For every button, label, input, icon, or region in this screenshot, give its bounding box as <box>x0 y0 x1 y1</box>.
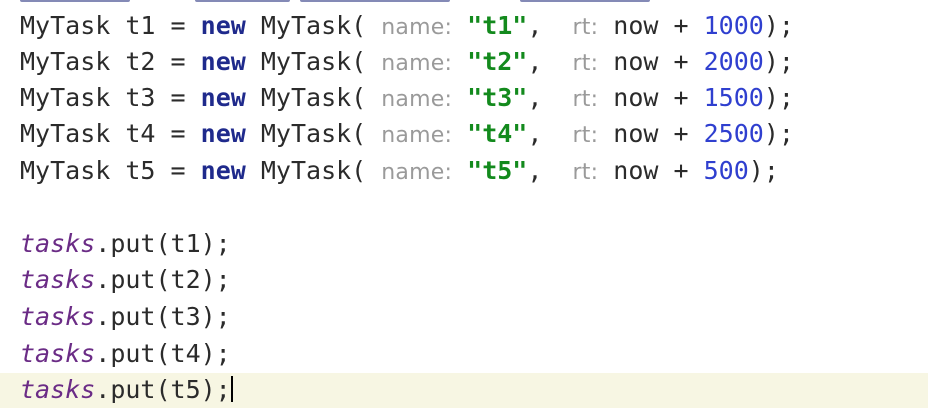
code-line-put-t4[interactable]: tasks.put(t4); <box>20 337 231 371</box>
string-literal: "t4" <box>467 119 528 148</box>
code-line-put-t3[interactable]: tasks.put(t3); <box>20 300 231 334</box>
code-line-put-t1[interactable]: tasks.put(t1); <box>20 227 231 261</box>
method-call: .put(t5); <box>95 375 231 404</box>
constructor-call: MyTask( <box>260 47 367 76</box>
type-name: MyTask <box>20 11 111 40</box>
parameter-hint-rt: rt: <box>572 15 599 40</box>
parameter-hint-name: name: <box>381 87 453 112</box>
parameter-hint-name: name: <box>381 123 453 148</box>
statement-end: ); <box>763 83 794 112</box>
current-line-highlight <box>0 373 928 408</box>
number-literal: 500 <box>703 156 749 185</box>
number-literal: 2000 <box>703 47 764 76</box>
parameter-hint-name: name: <box>381 160 453 185</box>
expression: now + <box>613 47 704 76</box>
field-reference: tasks <box>20 375 96 404</box>
expression: now + <box>613 83 704 112</box>
string-literal: "t2" <box>467 47 528 76</box>
comma: , <box>527 47 543 76</box>
code-line-declare-t2[interactable]: MyTask t2 = new MyTask( name: "t2", rt: … <box>20 47 794 76</box>
string-literal: "t5" <box>467 156 528 185</box>
string-literal: "t3" <box>467 83 528 112</box>
method-call: .put(t4); <box>95 339 231 368</box>
code-line-put-t2[interactable]: tasks.put(t2); <box>20 263 231 297</box>
keyword-new: new <box>200 83 246 112</box>
type-name: MyTask <box>20 47 111 76</box>
keyword-new: new <box>200 47 246 76</box>
method-call: .put(t1); <box>95 229 231 258</box>
expression: now + <box>613 156 704 185</box>
clipped-previous-line <box>0 0 928 6</box>
code-line-declare-t1[interactable]: MyTask t1 = new MyTask( name: "t1", rt: … <box>20 11 794 40</box>
variable-name: t5 <box>125 156 156 185</box>
number-literal: 2500 <box>703 119 764 148</box>
field-reference: tasks <box>20 229 96 258</box>
statement-end: ); <box>748 156 779 185</box>
string-literal: "t1" <box>467 11 528 40</box>
variable-name: t4 <box>125 119 156 148</box>
variable-name: t3 <box>125 83 156 112</box>
code-line-put-t5[interactable]: tasks.put(t5); <box>20 373 233 407</box>
variable-name: t1 <box>125 11 156 40</box>
type-name: MyTask <box>20 83 111 112</box>
comma: , <box>527 156 543 185</box>
code-line-declare-t3[interactable]: MyTask t3 = new MyTask( name: "t3", rt: … <box>20 83 794 112</box>
keyword-new: new <box>200 119 246 148</box>
constructor-call: MyTask( <box>260 83 367 112</box>
statement-end: ); <box>763 119 794 148</box>
field-reference: tasks <box>20 302 96 331</box>
keyword-new: new <box>200 156 246 185</box>
field-reference: tasks <box>20 265 96 294</box>
parameter-hint-rt: rt: <box>572 123 599 148</box>
method-call: .put(t2); <box>95 265 231 294</box>
text-caret <box>230 376 233 402</box>
number-literal: 1000 <box>703 11 764 40</box>
keyword-new: new <box>200 11 246 40</box>
constructor-call: MyTask( <box>260 11 367 40</box>
comma: , <box>527 119 543 148</box>
variable-name: t2 <box>125 47 156 76</box>
comma: , <box>527 11 543 40</box>
expression: now + <box>613 119 704 148</box>
parameter-hint-name: name: <box>381 51 453 76</box>
field-reference: tasks <box>20 339 96 368</box>
type-name: MyTask <box>20 119 111 148</box>
code-line-declare-t4[interactable]: MyTask t4 = new MyTask( name: "t4", rt: … <box>20 119 794 148</box>
method-call: .put(t3); <box>95 302 231 331</box>
parameter-hint-rt: rt: <box>572 87 599 112</box>
parameter-hint-name: name: <box>381 15 453 40</box>
expression: now + <box>613 11 704 40</box>
parameter-hint-rt: rt: <box>572 51 599 76</box>
comma: , <box>527 83 543 112</box>
number-literal: 1500 <box>703 83 764 112</box>
statement-end: ); <box>763 47 794 76</box>
constructor-call: MyTask( <box>260 156 367 185</box>
constructor-call: MyTask( <box>260 119 367 148</box>
type-name: MyTask <box>20 156 111 185</box>
statement-end: ); <box>763 11 794 40</box>
parameter-hint-rt: rt: <box>572 160 599 185</box>
code-line-declare-t5[interactable]: MyTask t5 = new MyTask( name: "t5", rt: … <box>20 156 779 185</box>
